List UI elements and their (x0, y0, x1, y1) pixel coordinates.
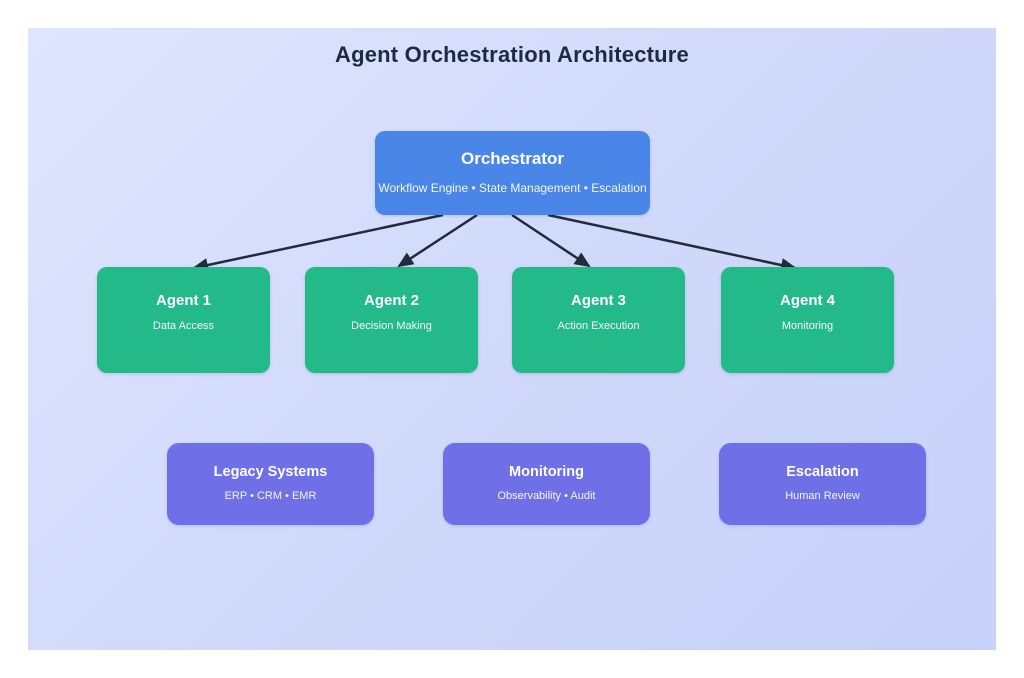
diagram-title: Agent Orchestration Architecture (335, 42, 689, 67)
agent-1-subtitle: Data Access (152, 320, 215, 332)
monitoring-title: Monitoring (509, 464, 584, 480)
orchestrator-title: Orchestrator (461, 149, 564, 168)
orchestrator-subtitle: Workflow Engine • State Management • Esc… (378, 181, 647, 195)
legacy-systems-title: Legacy Systems (213, 464, 328, 480)
legacy-systems-node: Legacy Systems ERP • CRM • EMR (167, 443, 374, 525)
orchestrator-node: Orchestrator Workflow Engine • State Man… (375, 131, 650, 215)
agent-3-subtitle: Action Execution (557, 320, 640, 332)
escalation-subtitle: Human Review (785, 490, 860, 502)
agent-4-title: Agent 4 (779, 292, 835, 309)
agent-3-node: Agent 3 Action Execution (512, 267, 685, 373)
agent-3-title: Agent 3 (570, 292, 626, 309)
agent-2-title: Agent 2 (363, 292, 419, 309)
agent-1-title: Agent 1 (155, 292, 211, 309)
agent-4-subtitle: Monitoring (781, 320, 834, 332)
escalation-node: Escalation Human Review (719, 443, 926, 525)
agent-4-node: Agent 4 Monitoring (721, 267, 894, 373)
monitoring-subtitle: Observability • Audit (497, 490, 596, 502)
agent-2-node: Agent 2 Decision Making (305, 267, 478, 373)
agent-1-node: Agent 1 Data Access (97, 267, 270, 373)
legacy-systems-subtitle: ERP • CRM • EMR (224, 490, 317, 502)
agent-2-subtitle: Decision Making (351, 320, 432, 332)
escalation-title: Escalation (786, 464, 859, 480)
monitoring-node: Monitoring Observability • Audit (443, 443, 650, 525)
